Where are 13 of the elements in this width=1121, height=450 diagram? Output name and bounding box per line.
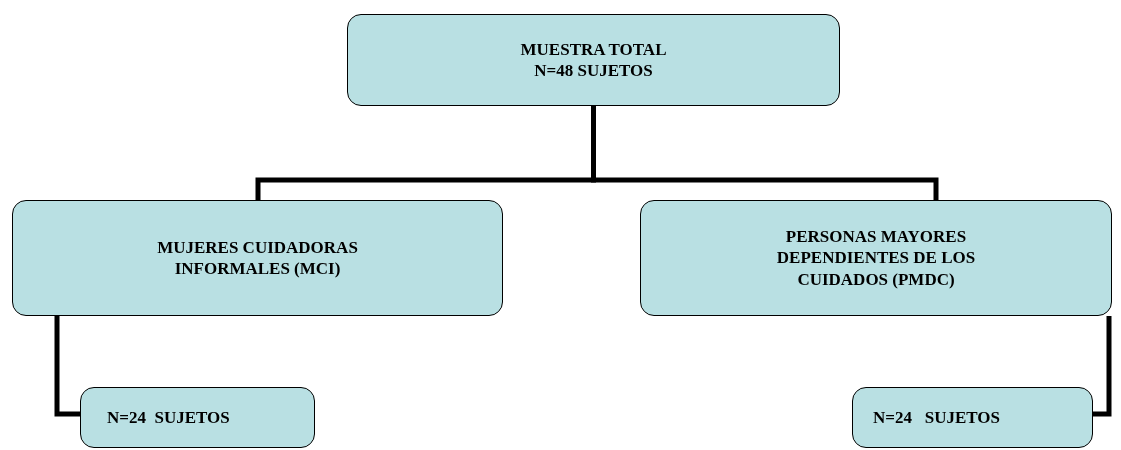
process-box — [347, 14, 840, 106]
box-label: N=24 SUJETOS — [107, 406, 230, 429]
box-label: MUJERES CUIDADORAS INFORMALES (MCI) — [156, 236, 359, 280]
connector-line — [54, 316, 80, 417]
connector-line — [591, 106, 939, 200]
box-label: PERSONAS MAYORES DEPENDIENTES DE LOS CUIDADOS (PMDC) — [775, 226, 977, 290]
process-box — [640, 200, 1112, 316]
process-box — [852, 387, 1093, 448]
connector-line — [1093, 316, 1112, 417]
box-label: N=24 SUJETOS — [873, 406, 1000, 429]
process-box — [80, 387, 315, 448]
box-label: MUESTRA TOTAL N=48 SUJETOS — [519, 38, 668, 82]
process-box — [12, 200, 503, 316]
